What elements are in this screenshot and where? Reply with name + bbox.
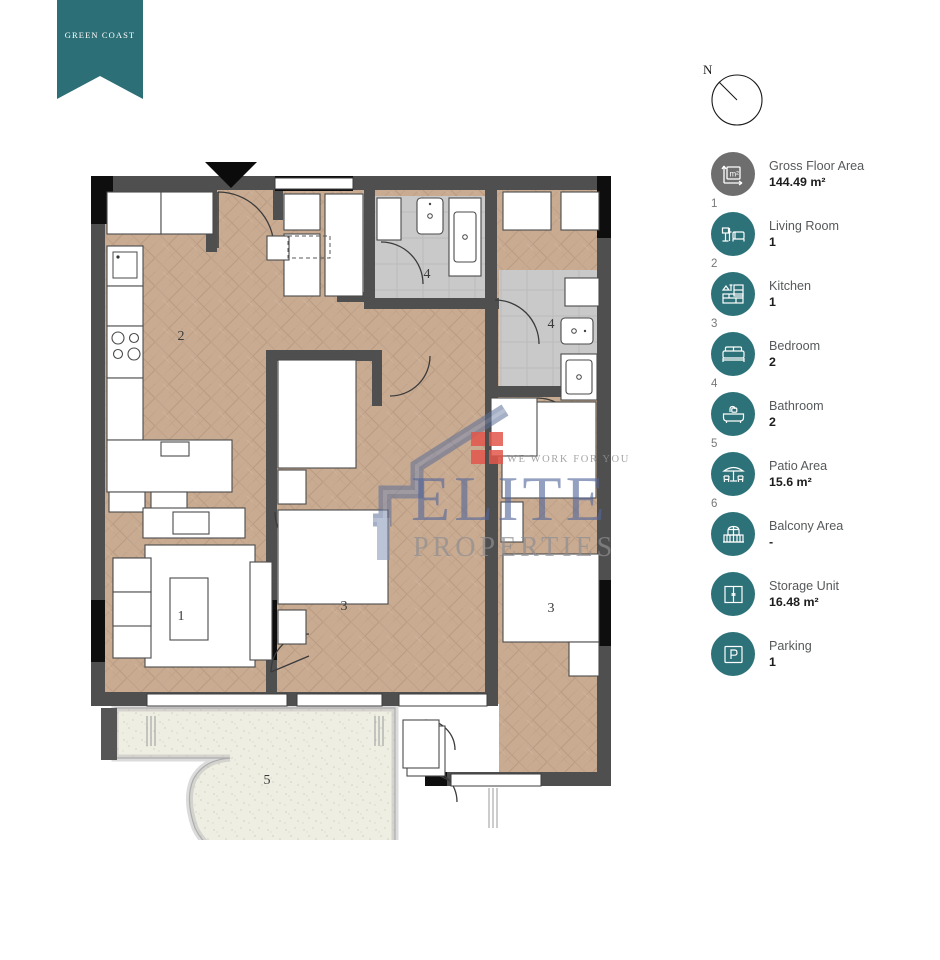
bathtub-icon [711,392,755,436]
legend-value: 2 [769,414,776,429]
legend-item-gross-floor-area: m² Gross Floor Area 144.49 m² [711,152,936,196]
legend-title: Gross Floor Area [769,158,865,173]
room-tag-bathroom-right: 4 [548,317,555,332]
legend-item-living-room: 1 Living Room 1 [711,198,936,256]
legend-number: 2 [711,258,718,270]
legend-item-balcony-area: 6 Balcony Area - [711,498,936,556]
legend-title: Balcony Area [769,518,844,533]
legend-value: - [769,534,774,549]
parking-p-icon [711,632,755,676]
bathroom-right-fixtures [560,277,600,401]
legend-item-storage-unit: Storage Unit 16.48 m² [711,572,936,616]
legend-title: Bathroom [769,398,824,413]
legend-title: Bedroom [769,338,821,353]
bathroom-left-fixture-marks [427,202,468,240]
patio-area [101,704,399,840]
legend-value: 144.49 m² [769,174,826,189]
legend-title: Storage Unit [769,578,840,593]
kitchen-sink-icon [112,251,138,279]
room-tag-bedroom-middle: 3 [341,599,348,614]
legend-title: Living Room [769,218,839,233]
balcony-rail-lines [488,788,498,828]
legend-item-parking: Parking 1 [711,632,936,676]
legend-item-kitchen: 2 Kitchen 1 [711,258,936,316]
legend-item-bathroom: 4 Bathroom 2 [711,378,936,436]
legend-number: 3 [711,318,718,330]
legend-value: 2 [769,354,776,369]
legend-title: Parking [769,638,812,653]
north-label: N [703,62,713,77]
floor-plan: 1 2 3 3 4 4 5 [85,160,630,840]
room-tag-bathroom-left: 4 [424,267,431,282]
kitchen-icon [711,272,755,316]
brand-name: GREEN COAST [64,30,136,40]
living-room-furniture [112,507,273,668]
windows [146,177,542,787]
patio-icon [711,452,755,496]
legend-number: 6 [711,498,718,510]
room-number-tags: 1 2 3 3 4 4 5 [178,267,555,788]
floor-plan-svg: 1 2 3 3 4 4 5 [91,162,611,840]
legend-item-patio-area: 5 Patio Area 15.6 m² [711,438,936,496]
bathroom-right-fixture-marks [571,328,587,380]
hall-dashed-detail [287,235,331,259]
kitchen-stove-icon [111,331,141,361]
room-tag-patio: 5 [264,773,271,788]
legend-number: 4 [711,378,718,390]
legend-value: 1 [769,234,776,249]
sofa-icon [711,212,755,256]
room-tag-kitchen: 2 [178,329,185,344]
bed-icon [711,332,755,376]
legend-title: Patio Area [769,458,828,473]
legend-value: 1 [769,294,776,309]
storage-unit-plan [402,719,440,769]
legend-item-bedroom: 3 Bedroom 2 [711,318,936,376]
legend-number: 5 [711,438,718,450]
bedroom-middle-furniture [277,359,389,645]
north-compass-icon [711,74,763,126]
entrance-arrow-icon [205,162,257,188]
legend-value: 15.6 m² [769,474,812,489]
legend-number: 1 [711,198,718,210]
legend-value: 1 [769,654,776,669]
svg-text:m²: m² [730,170,740,179]
area-m2-icon: m² [711,152,755,196]
legend: m² Gross Floor Area 144.49 m² 1 Living R… [711,152,936,682]
balcony-icon [711,512,755,556]
legend-value: 16.48 m² [769,594,819,609]
brand-banner: GREEN COAST [57,0,143,99]
room-tag-living-room: 1 [178,609,185,624]
bathroom-left-fixtures [376,197,482,277]
north-indicator: N [700,62,780,136]
legend-title: Kitchen [769,278,812,293]
room-tag-bedroom-right: 3 [548,601,555,616]
storage-icon [711,572,755,616]
